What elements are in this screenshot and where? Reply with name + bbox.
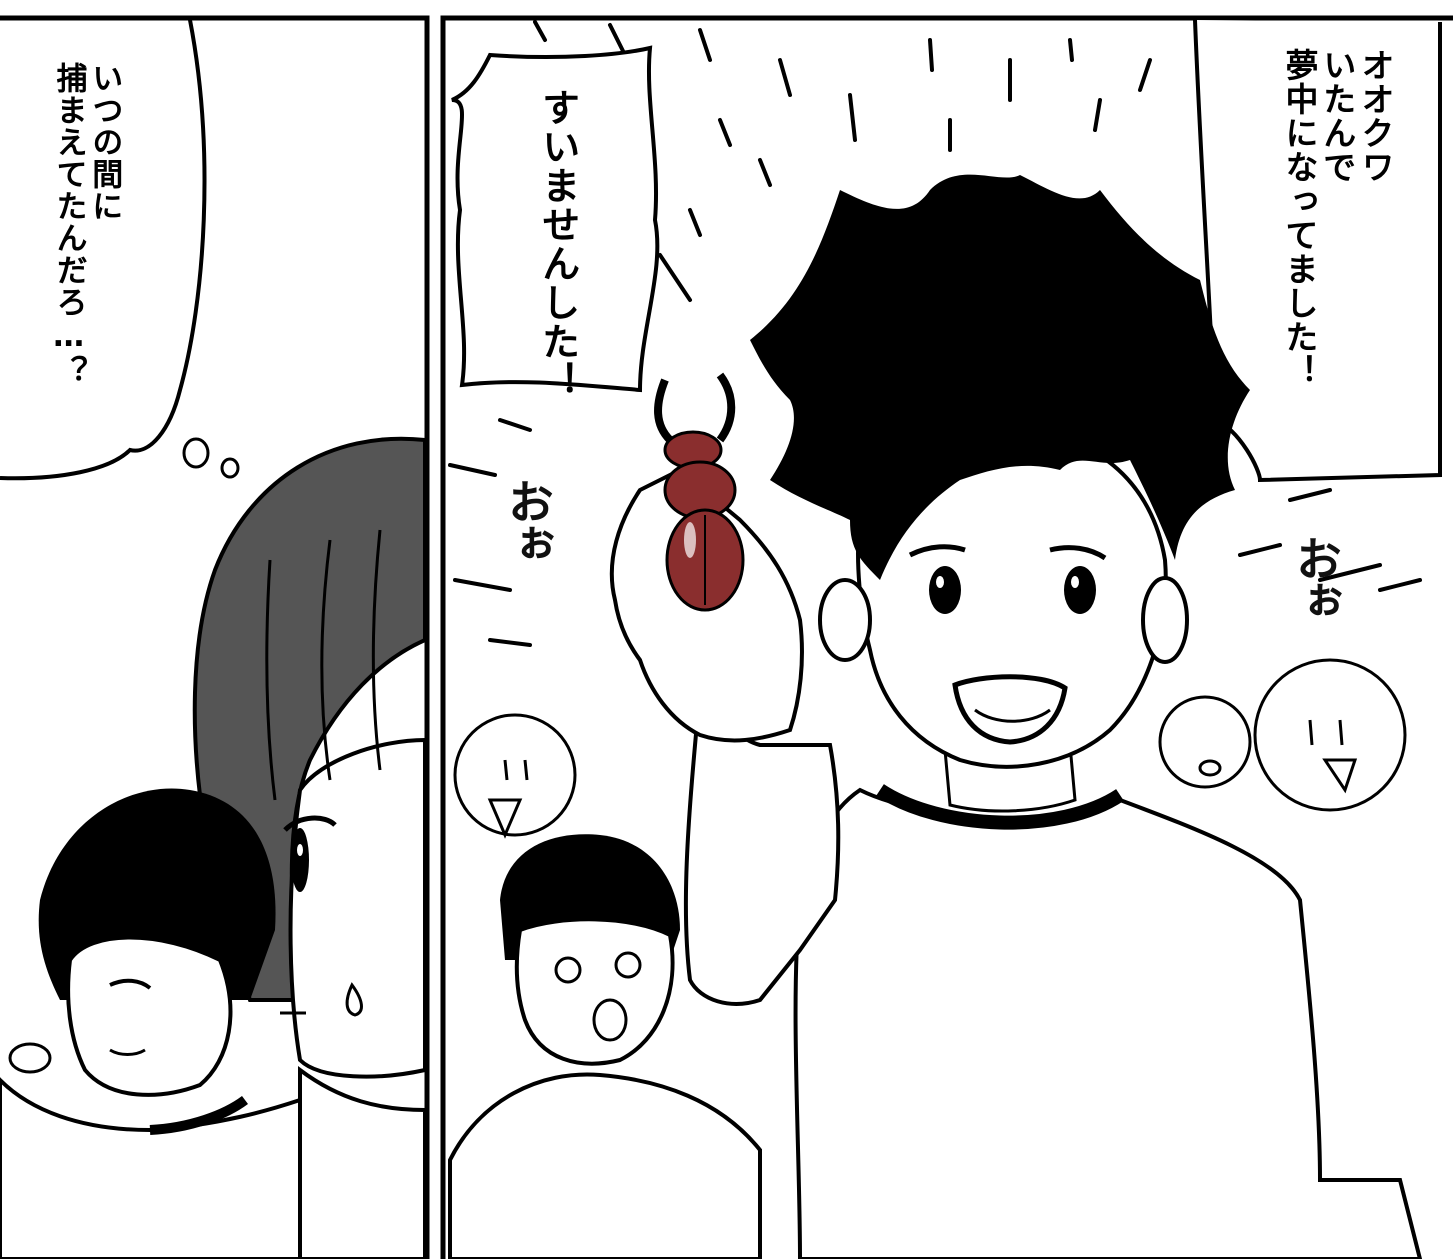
speed-lines xyxy=(448,20,1422,647)
sfx-ooh-right: おぉ xyxy=(1289,535,1343,619)
main-boy xyxy=(609,174,1423,1259)
left-thought-text: いつの間に 捕まえてたんだろ…？ xyxy=(50,62,123,387)
shout-box-text: すいませんした！ xyxy=(535,88,580,400)
background-boy xyxy=(448,834,762,1259)
left-boy-figure xyxy=(0,788,302,1259)
crowd-faces xyxy=(453,658,1407,839)
thought-bubble xyxy=(0,19,240,481)
sfx-ooh-left: おぉ xyxy=(501,478,555,562)
shout-box-frame xyxy=(451,45,660,393)
stag-beetle xyxy=(654,372,745,612)
speech-bubble-text: オオクワ いたんで 夢中になってました！ xyxy=(1279,48,1395,388)
